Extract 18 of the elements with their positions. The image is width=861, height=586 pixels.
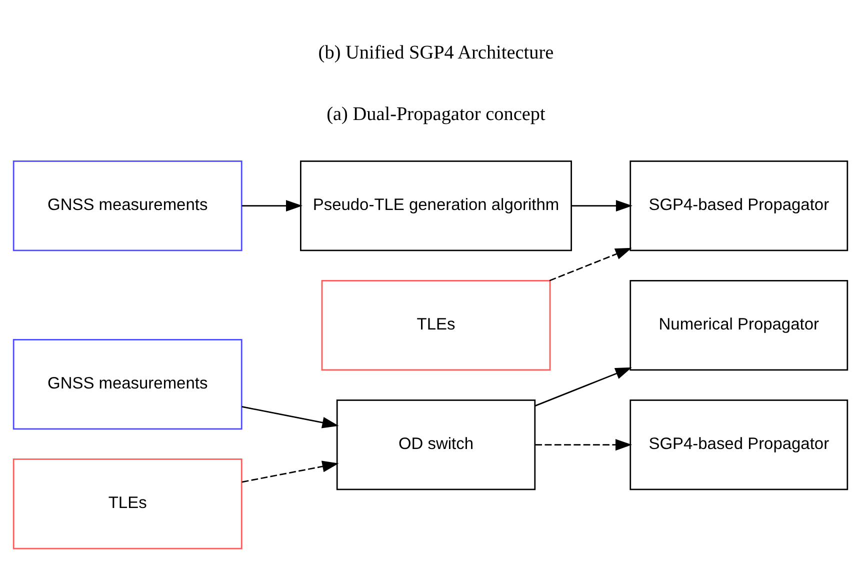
node-box: TLEs — [321, 280, 551, 371]
arrow — [242, 200, 302, 212]
node-box: TLEs — [12, 458, 242, 550]
arrow — [549, 248, 632, 282]
node-box: Numerical Propagator — [630, 280, 848, 371]
node-box: GNSS measurements — [12, 160, 242, 252]
node-box: Pseudo-TLE generation algorithm — [300, 160, 572, 252]
label: (a) Dual-Propagator concept — [326, 104, 546, 126]
arrow — [242, 460, 339, 483]
arrow — [242, 406, 339, 428]
node-box: SGP4-based Propagator — [630, 399, 848, 490]
label: (b) Unified SGP4 Architecture — [318, 42, 554, 64]
arrow — [535, 439, 632, 451]
node-box: GNSS measurements — [12, 339, 242, 430]
arrow — [572, 200, 632, 212]
node-box: SGP4-based Propagator — [630, 160, 848, 252]
node-box: OD switch — [336, 399, 536, 490]
arrow — [534, 367, 632, 406]
